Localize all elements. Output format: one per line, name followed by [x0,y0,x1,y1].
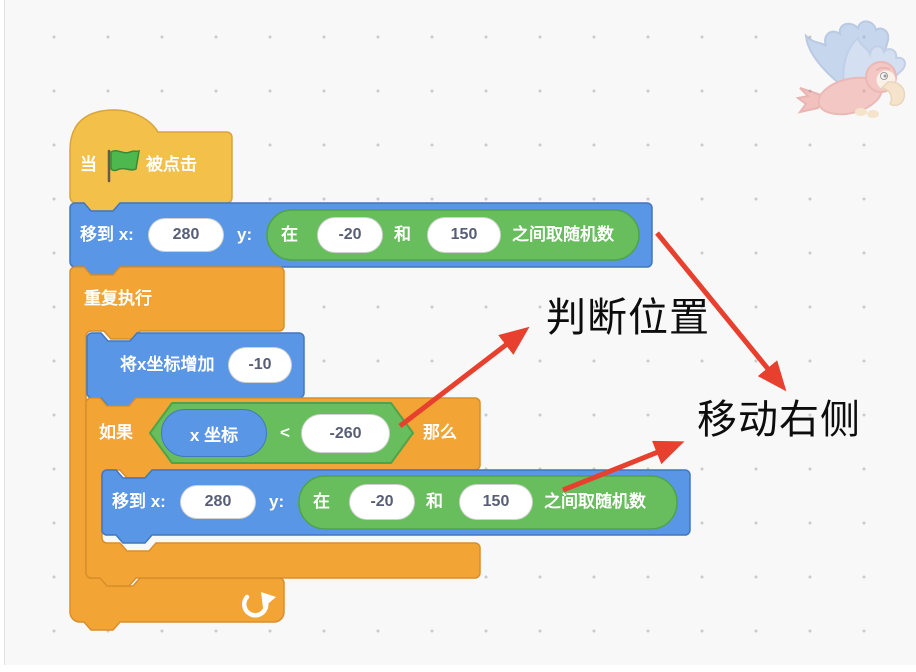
compare-value-input[interactable]: -260 [301,414,390,453]
rand-inner-prefix: 在 [313,492,330,511]
rand-inner-max-input[interactable]: 150 [459,484,533,520]
moveto-inner-label: 移到 x: [112,492,166,511]
x-inner-input[interactable]: 280 [180,485,256,519]
annotation-judge-position: 判断位置 [546,296,710,340]
rand-inner-suffix: 之间取随机数 [544,492,646,511]
loop-arrow-icon [242,592,276,618]
repeat-label: 重复执行 [84,289,152,308]
arrow-inner-to-move-right [562,440,685,493]
arrow-to-move-right [655,231,787,392]
parrot-sprite [795,20,906,118]
rand-inner-min-input[interactable]: -20 [349,484,415,520]
green-flag-icon [107,149,140,183]
if-label: 如果 [99,423,133,442]
rand-inner-and-label: 和 [426,492,443,511]
change-x-label: 将x坐标增加 [120,355,215,374]
moveto-label: 移到 x: [80,225,134,244]
change-x-input[interactable]: -10 [228,347,292,383]
x-input[interactable]: 280 [148,218,224,252]
y-label: y: [237,225,253,244]
then-label: 那么 [423,423,457,442]
workspace-bottom-edge [0,665,916,672]
rand-min-input[interactable]: -20 [317,217,383,253]
y-inner-label: y: [269,492,285,511]
hat-label-when: 当 [80,155,97,174]
rand-prefix: 在 [281,225,298,244]
hat-label-clicked: 被点击 [146,155,197,174]
arrow-to-judge-position [398,326,530,428]
rand-max-input[interactable]: 150 [427,217,501,253]
annotation-move-right: 移动右侧 [697,398,861,442]
x-position-reporter[interactable]: x 坐标 [161,409,267,457]
rand-suffix: 之间取随机数 [512,225,614,244]
less-than-operator: < [280,423,290,442]
rand-and-label: 和 [394,225,411,244]
workspace-left-edge [0,0,5,672]
